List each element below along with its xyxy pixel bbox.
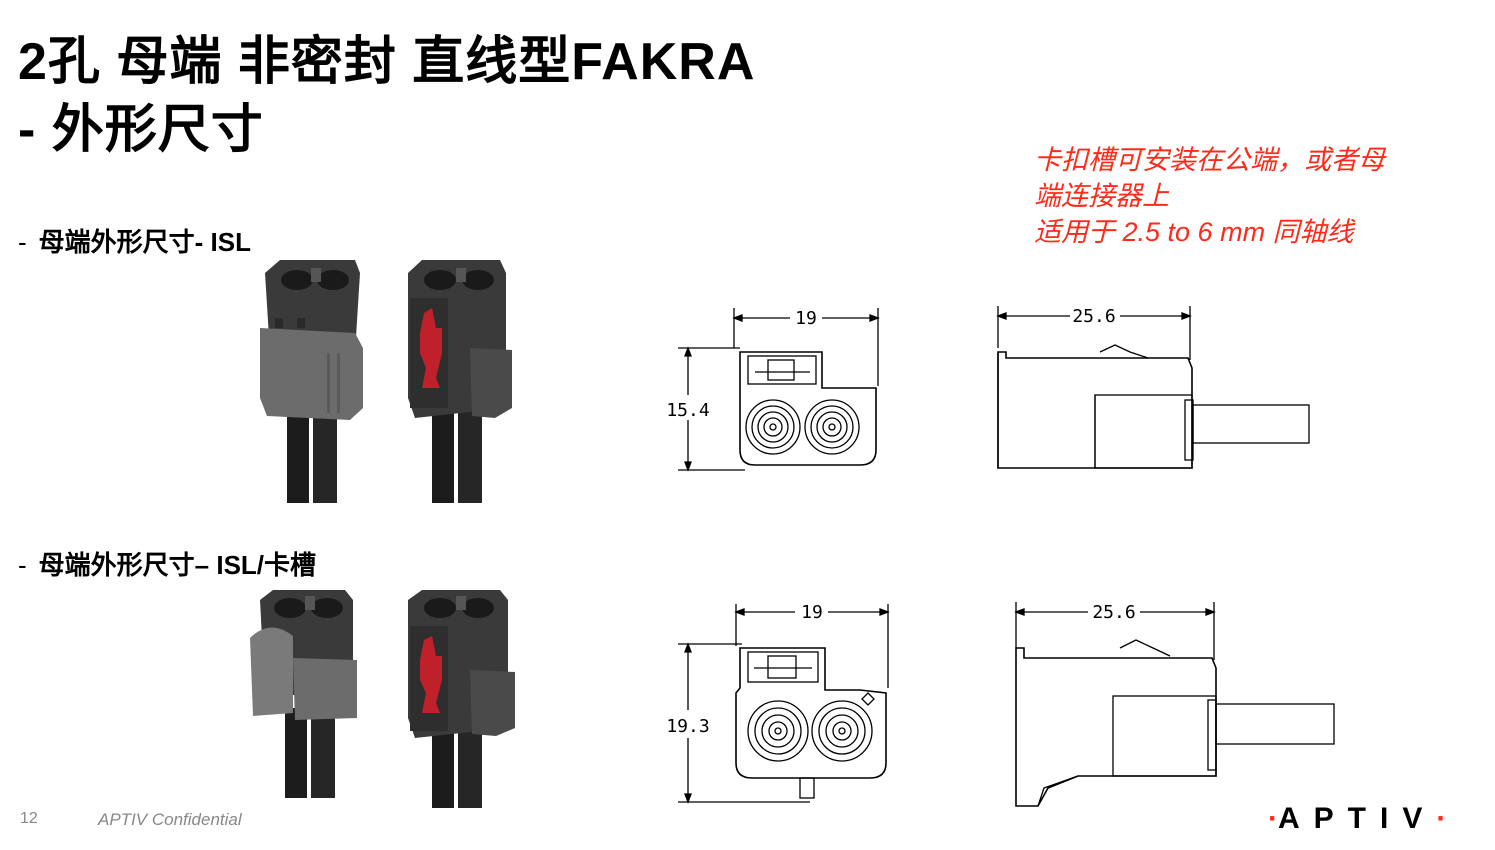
logo-text: APTIV <box>1278 802 1437 835</box>
section-label: 母端外形尺寸– ISL/卡槽 <box>38 550 317 580</box>
note-line-2: 端连接器上 <box>1034 181 1169 211</box>
aptiv-logo: ·APTIV· <box>1268 802 1447 835</box>
drawing-front-view-isl: 19 15.4 <box>666 308 880 472</box>
red-note: 卡扣槽可安装在公端，或者母 端连接器上 适用于 2.5 to 6 mm 同轴线 <box>1034 142 1474 250</box>
note-line-3: 适用于 2.5 to 6 mm 同轴线 <box>1034 217 1354 247</box>
bullet-dash: - <box>18 227 27 257</box>
note-line-1: 卡扣槽可安装在公端，或者母 <box>1034 145 1385 175</box>
dimension-length: 25.6 <box>1072 306 1115 327</box>
bullet-dash: - <box>18 550 27 580</box>
page-title: 2孔 母端 非密封 直线型FAKRA - 外形尺寸 <box>18 28 755 164</box>
dimension-height: 19.3 <box>666 716 709 737</box>
page-number: 12 <box>20 810 38 827</box>
confidential-label: APTIV Confidential <box>98 810 242 829</box>
drawing-front-view-slot: 19 19.3 <box>666 602 890 804</box>
title-line-1: 2孔 母端 非密封 直线型FAKRA <box>18 33 756 91</box>
dimension-height: 15.4 <box>666 400 709 421</box>
connector-photo-slot-red-latch <box>408 590 515 808</box>
dimension-width: 19 <box>795 308 817 329</box>
section-heading-isl-slot: -母端外形尺寸– ISL/卡槽 <box>18 545 316 582</box>
connector-photo-slot-gray-latch <box>250 590 357 798</box>
title-line-2: - 外形尺寸 <box>18 101 264 159</box>
connector-photo-isl-gray-latch <box>260 260 363 503</box>
connector-photo-isl-red-latch <box>408 260 512 503</box>
section-heading-isl: -母端外形尺寸- ISL <box>18 222 251 259</box>
drawing-side-view-slot: 25.6 <box>1014 602 1335 807</box>
drawing-side-view-isl: 25.6 <box>996 306 1310 469</box>
section-label: 母端外形尺寸- ISL <box>38 227 252 257</box>
dimension-length: 25.6 <box>1092 602 1135 623</box>
dimension-width: 19 <box>801 602 823 623</box>
